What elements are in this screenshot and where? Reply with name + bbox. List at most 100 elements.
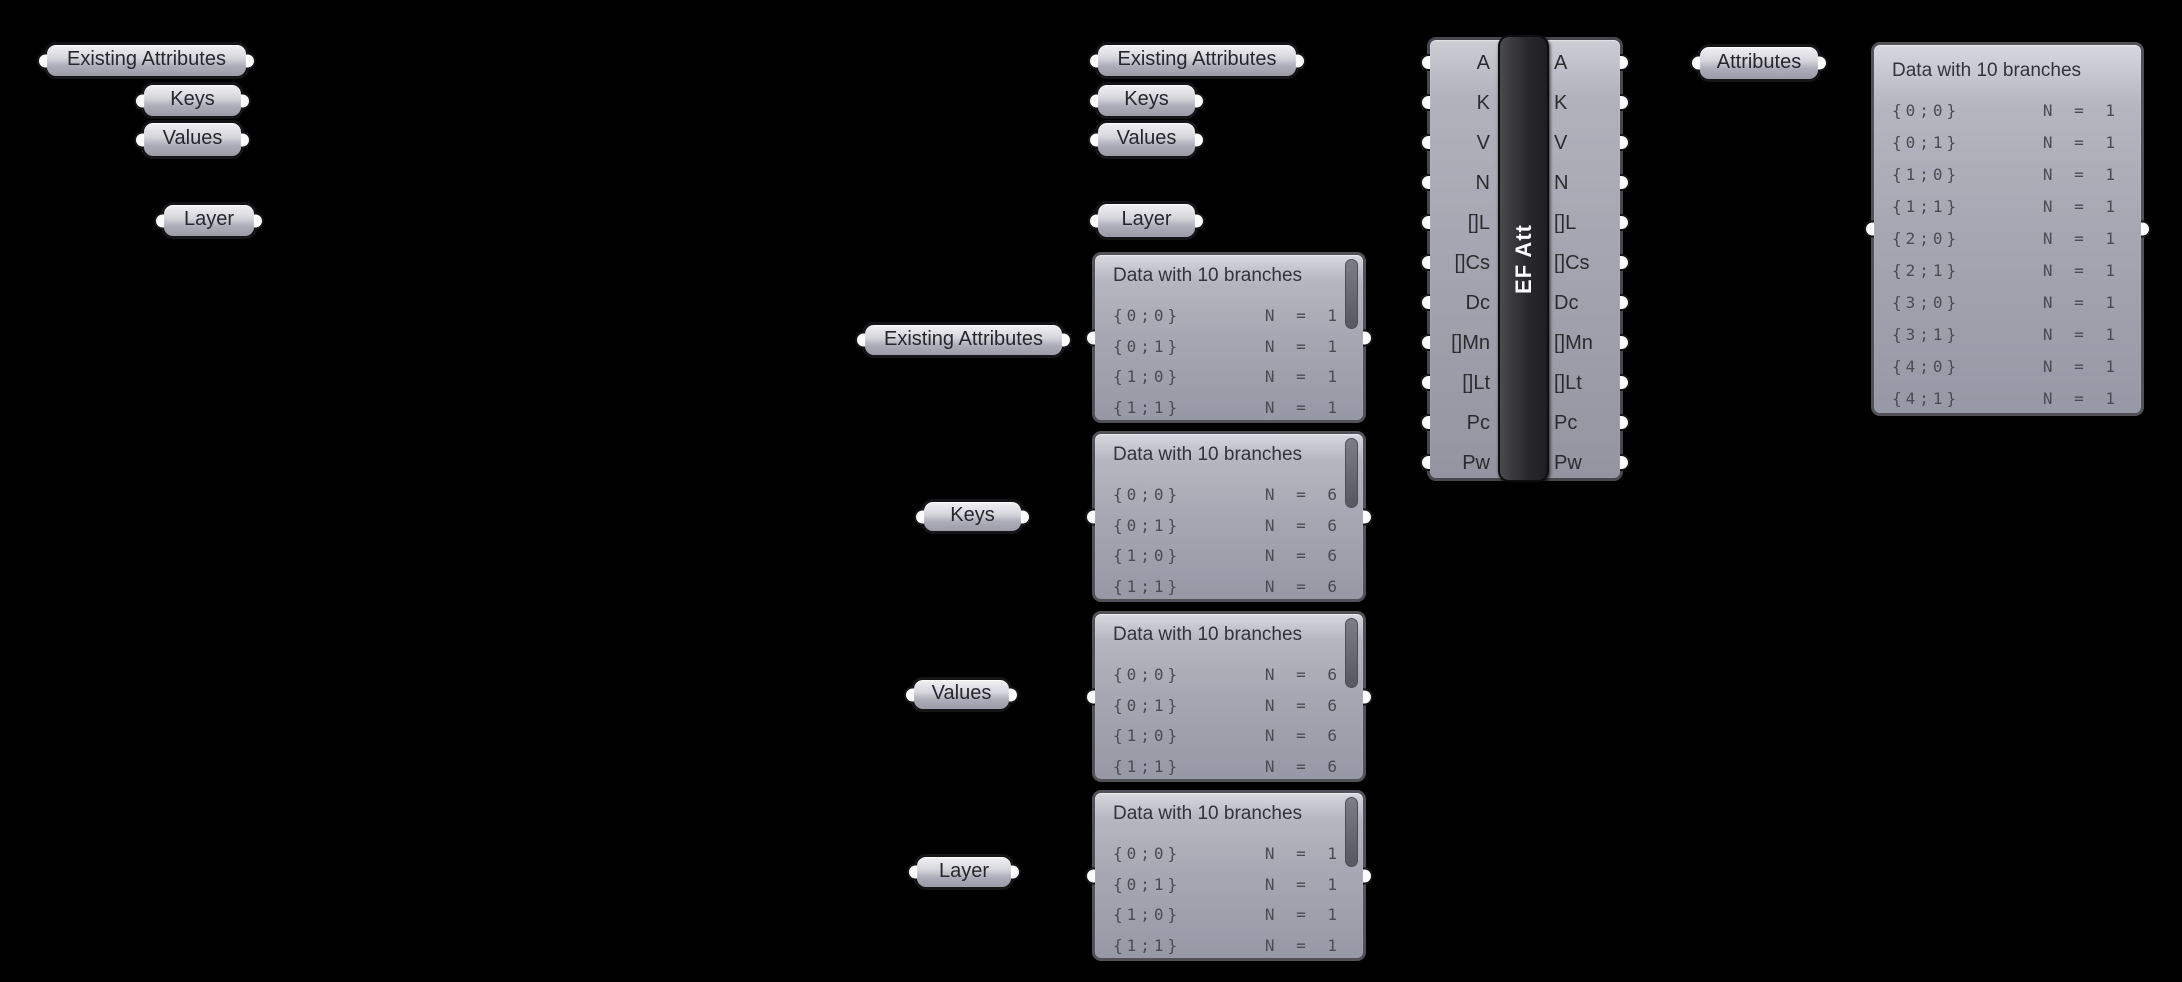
output-nub[interactable] (1620, 94, 1630, 111)
output-nub[interactable] (1195, 131, 1205, 148)
output-nub[interactable] (1620, 454, 1630, 471)
input-nub[interactable] (1085, 329, 1095, 346)
param-pill-values-panel[interactable]: Values (904, 677, 1019, 712)
param-pill-existing-attributes-panel[interactable]: Existing Attributes (855, 322, 1072, 358)
input-nub[interactable] (1088, 92, 1098, 109)
input-nub[interactable] (1420, 134, 1430, 151)
output-nub[interactable] (1620, 334, 1630, 351)
branch-path: {0;1} (1113, 695, 1182, 715)
param-label: Existing Attributes (67, 48, 226, 70)
input-nub[interactable] (37, 52, 47, 69)
input-nub[interactable] (1085, 867, 1095, 884)
input-nub[interactable] (1088, 131, 1098, 148)
branch-path: {0;0} (1113, 484, 1182, 504)
output-nub[interactable] (1620, 254, 1630, 271)
output-port-label: K (1554, 92, 1568, 114)
branch-path: {1;1} (1113, 576, 1182, 596)
panel-scrollbar[interactable] (1345, 438, 1358, 508)
input-nub[interactable] (134, 131, 144, 148)
output-nub[interactable] (1363, 329, 1373, 346)
input-nub[interactable] (154, 212, 164, 229)
param-pill-existing-attributes-left[interactable]: Existing Attributes (37, 42, 256, 79)
branch-count: N = 1 (1264, 874, 1343, 894)
input-nub[interactable] (1085, 688, 1095, 705)
output-nub[interactable] (1011, 863, 1021, 881)
output-nub[interactable] (1363, 508, 1373, 525)
panel-scrollbar[interactable] (1345, 797, 1358, 867)
data-panel-layer[interactable]: Data with 10 branches {0;0}N = 1{0;1}N =… (1085, 790, 1373, 961)
input-nub[interactable] (1088, 52, 1098, 69)
panel-title: Data with 10 branches (1892, 60, 2082, 81)
param-pill-values-left[interactable]: Values (134, 120, 251, 159)
data-panel-values[interactable]: Data with 10 branches {0;0}N = 6{0;1}N =… (1085, 611, 1373, 782)
panel-scrollbar[interactable] (1345, 259, 1358, 329)
input-nub[interactable] (1420, 254, 1430, 271)
output-nub[interactable] (1620, 294, 1630, 311)
output-nub[interactable] (1009, 686, 1019, 703)
param-label: Keys (950, 504, 995, 526)
output-nub[interactable] (241, 92, 251, 109)
param-pill-layer-mid[interactable]: Layer (1088, 201, 1205, 240)
output-nub[interactable] (1620, 414, 1630, 431)
input-nub[interactable] (1420, 414, 1430, 431)
output-nub[interactable] (1062, 331, 1072, 349)
output-nub[interactable] (1620, 214, 1630, 231)
input-nub[interactable] (914, 508, 924, 525)
input-nub[interactable] (1420, 334, 1430, 351)
output-port-label: []Mn (1554, 332, 1593, 354)
input-nub[interactable] (1420, 174, 1430, 191)
data-panel-keys[interactable]: Data with 10 branches {0;0}N = 6{0;1}N =… (1085, 431, 1373, 602)
branch-count: N = 6 (1264, 484, 1343, 504)
panel-row: {0;1}N = 1 (1892, 126, 2121, 158)
input-nub[interactable] (904, 686, 914, 703)
output-nub[interactable] (1363, 688, 1373, 705)
output-nub[interactable] (2141, 220, 2151, 238)
output-nub[interactable] (1021, 508, 1031, 525)
branch-count: N = 6 (1264, 756, 1343, 776)
output-nub[interactable] (1620, 374, 1630, 391)
param-pill-keys-mid[interactable]: Keys (1088, 82, 1205, 119)
panel-scrollbar[interactable] (1345, 618, 1358, 688)
input-nub[interactable] (907, 863, 917, 881)
param-pill-keys-panel[interactable]: Keys (914, 499, 1031, 534)
param-pill-keys-left[interactable]: Keys (134, 82, 251, 119)
input-nub[interactable] (1690, 54, 1700, 72)
input-nub[interactable] (1420, 54, 1430, 71)
input-nub[interactable] (1864, 220, 1874, 238)
output-nub[interactable] (1296, 52, 1306, 69)
input-nub[interactable] (855, 331, 865, 349)
output-nub[interactable] (254, 212, 264, 229)
output-nub[interactable] (1620, 134, 1630, 151)
param-pill-layer-left[interactable]: Layer (154, 202, 264, 239)
input-nub[interactable] (1420, 374, 1430, 391)
input-nub[interactable] (1420, 454, 1430, 471)
input-nub[interactable] (1420, 94, 1430, 111)
input-port-label: []Lt (1462, 372, 1490, 394)
input-nub[interactable] (134, 92, 144, 109)
param-pill-values-mid[interactable]: Values (1088, 120, 1205, 159)
output-nub[interactable] (241, 131, 251, 148)
output-nub[interactable] (1620, 174, 1630, 191)
input-nub[interactable] (1085, 508, 1095, 525)
panel-row: {1;0}N = 1 (1892, 158, 2121, 190)
output-nub[interactable] (1363, 867, 1373, 884)
param-pill-existing-attributes-mid[interactable]: Existing Attributes (1088, 42, 1306, 79)
output-nub[interactable] (1818, 54, 1828, 72)
input-nub[interactable] (1420, 214, 1430, 231)
output-nub[interactable] (1195, 92, 1205, 109)
param-pill-layer-panel[interactable]: Layer (907, 854, 1021, 890)
param-label: Keys (170, 88, 215, 110)
param-pill-attributes[interactable]: Attributes (1690, 44, 1828, 82)
data-panel-existing-attributes[interactable]: Data with 10 branches {0;0}N = 1{0;1}N =… (1085, 252, 1373, 423)
component-name-bar[interactable]: EF Att (1498, 35, 1549, 482)
branch-path: {4;0} (1892, 357, 1961, 377)
input-nub[interactable] (1420, 294, 1430, 311)
output-nub[interactable] (1620, 54, 1630, 71)
output-nub[interactable] (1195, 212, 1205, 229)
output-nub[interactable] (246, 52, 256, 69)
input-nub[interactable] (1088, 212, 1098, 229)
data-panel-output[interactable]: Data with 10 branches {0;0}N = 1{0;1}N =… (1864, 42, 2151, 416)
